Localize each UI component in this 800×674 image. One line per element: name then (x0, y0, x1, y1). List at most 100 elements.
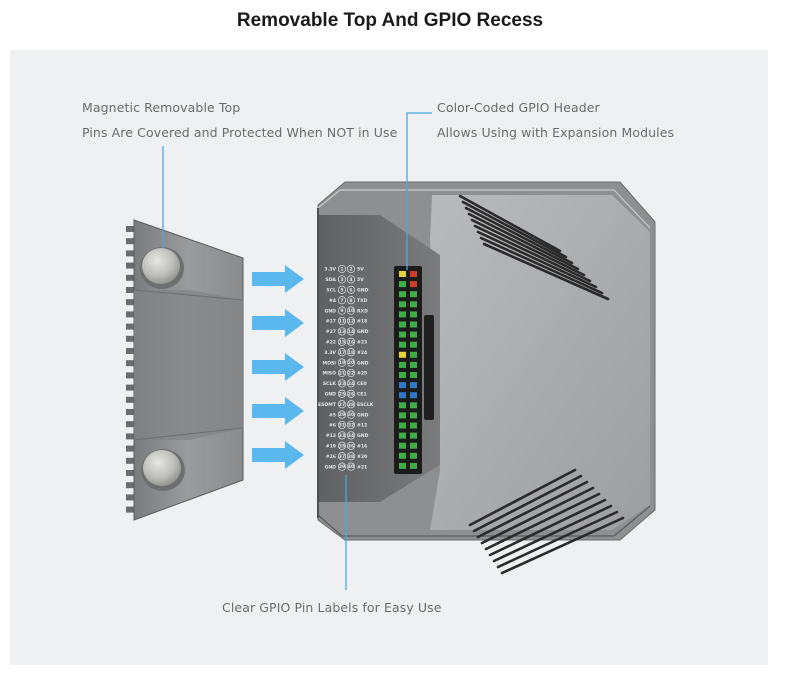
pin-number-odd: 23 (339, 381, 345, 387)
gpio-label-left: #19 (326, 444, 336, 450)
pin-number-odd: 27 (339, 402, 345, 408)
header-pin (410, 361, 417, 368)
vent-slot (458, 194, 562, 253)
header-pin (399, 341, 406, 348)
pin-number-even: 16 (348, 339, 354, 345)
gpio-label-right: RXD (357, 308, 368, 314)
gpio-label-left: #4 (329, 298, 336, 304)
header-pin (410, 442, 417, 449)
page-title: Removable Top And GPIO Recess (236, 10, 544, 31)
header-pin (399, 392, 406, 399)
arrow-5 (252, 441, 304, 469)
pin-number-odd: 5 (340, 287, 343, 293)
pin-number-even: 34 (348, 433, 354, 439)
header-pin (399, 402, 406, 409)
vent-top (458, 194, 610, 301)
gpio-label-right: GND (357, 288, 369, 294)
pin-circle (346, 348, 356, 357)
pin-circle (346, 285, 356, 294)
fin (126, 238, 136, 245)
pin-number-even: 30 (348, 412, 354, 418)
fin (126, 494, 136, 501)
fin (126, 323, 136, 330)
vent-slot (476, 480, 589, 539)
pin-circle (337, 441, 347, 450)
main-case (317, 181, 656, 575)
pin-number-even: 8 (349, 298, 352, 304)
vent-slot (464, 206, 574, 265)
header-pin (410, 422, 417, 429)
fin (126, 470, 136, 476)
gpio-label-right: GND (357, 329, 369, 335)
header-pin (410, 462, 417, 469)
fin (126, 445, 136, 452)
pin-number-even: 28 (348, 402, 354, 408)
header-pin (410, 281, 417, 288)
header-pin (410, 402, 417, 409)
magnet-bottom (141, 449, 185, 491)
pin-circle (346, 379, 356, 388)
pin-circle (346, 368, 356, 378)
pin-number-even: 6 (349, 287, 352, 293)
gpio-label-right: #24 (357, 350, 367, 356)
pin-circle (346, 420, 356, 430)
gpio-label-right: CE0 (357, 381, 367, 387)
gpio-label-right: CE1 (357, 392, 367, 398)
gpio-label-right: #16 (357, 444, 367, 450)
fin (126, 457, 136, 464)
pin-number-odd: 13 (339, 329, 345, 335)
gpio-label-left: GND (325, 392, 337, 398)
header-pin (410, 351, 417, 358)
gpio-label-right: ESCLK (357, 402, 374, 408)
pin-number-even: 10 (348, 308, 354, 314)
gpio-label-right: #23 (357, 340, 367, 346)
pin-number-even: 32 (348, 423, 354, 429)
pin-circle (337, 316, 347, 326)
fin (126, 409, 136, 415)
pin-number-odd: 9 (340, 308, 343, 314)
pin-number-even: 14 (348, 329, 354, 335)
gpio-label-left: GND (325, 308, 337, 314)
gpio-label-left: #13 (326, 433, 336, 439)
vent-slot (480, 486, 595, 545)
pin-number-odd: 35 (339, 443, 345, 449)
gpio-header (394, 266, 422, 474)
header-pin (410, 432, 417, 439)
fin (126, 384, 136, 391)
pin-circle (346, 431, 356, 440)
gpio-label-left: MOSI (323, 360, 337, 366)
vent-slot (473, 224, 592, 283)
fin (126, 250, 136, 257)
gpio-label-left: #6 (329, 423, 336, 429)
fin (126, 348, 136, 354)
fin (126, 262, 136, 269)
pin-circle (337, 296, 347, 305)
pin-circle (337, 285, 347, 294)
arrow-4 (252, 397, 304, 425)
header-pin (399, 462, 406, 469)
pin-circle (346, 462, 356, 471)
header-pin (410, 331, 417, 338)
fin (126, 299, 136, 306)
header-pin (399, 271, 406, 277)
gpio-label-right: TXD (357, 298, 368, 304)
gpio-header-pins (399, 271, 417, 469)
pin-circle (346, 264, 356, 274)
removable-lid (126, 219, 244, 521)
fin (126, 506, 136, 513)
arrow-3 (252, 353, 304, 381)
gpio-label-left: 3.3V (324, 350, 336, 356)
pin-number-even: 26 (348, 391, 354, 397)
fin (126, 274, 136, 281)
pin-circle (346, 337, 356, 346)
arrow-2 (252, 309, 304, 337)
pin-number-even: 2 (349, 267, 352, 273)
header-pin (410, 382, 417, 389)
fin (126, 360, 136, 367)
